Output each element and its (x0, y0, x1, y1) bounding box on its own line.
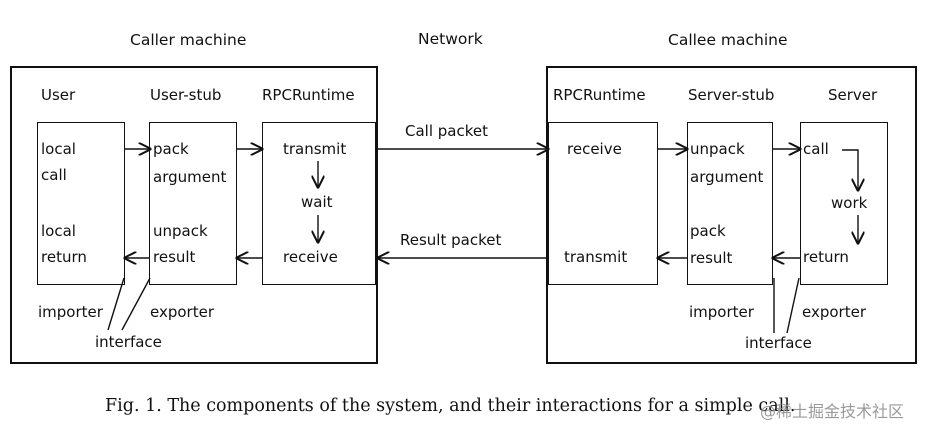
user-local-call-1: local (41, 140, 76, 158)
callee-interface: interface (745, 334, 812, 352)
caller-rpcruntime-title: RPCRuntime (262, 86, 355, 104)
server-return: return (803, 248, 849, 266)
stub-argument: argument (153, 168, 227, 186)
server-stub-argument: argument (690, 168, 764, 186)
caller-exporter: exporter (150, 303, 214, 321)
user-box (37, 122, 125, 285)
server-stub-pack: pack (690, 222, 726, 240)
caller-interface-line-left (107, 277, 125, 331)
server-title: Server (828, 86, 878, 104)
user-local-return-2: return (41, 248, 87, 266)
caller-machine-header: Caller machine (130, 31, 247, 49)
result-packet-label: Result packet (400, 231, 502, 249)
callee-interface-line-right (786, 277, 800, 334)
callee-exporter: exporter (802, 303, 866, 321)
caller-transmit: transmit (283, 140, 347, 158)
server-stub-result: result (690, 249, 733, 267)
server-stub-title: Server-stub (688, 86, 775, 104)
user-stub-title: User-stub (150, 86, 222, 104)
arrow-call-to-work (842, 149, 858, 190)
watermark: @稀土掘金技术社区 (760, 402, 905, 421)
caller-rpcruntime-box (262, 122, 376, 285)
figure-caption: Fig. 1. The components of the system, an… (105, 396, 796, 416)
server-stub-box (687, 122, 773, 285)
caller-importer: importer (38, 303, 103, 321)
user-local-return-1: local (41, 222, 76, 240)
server-box (800, 122, 888, 285)
callee-transmit: transmit (564, 248, 628, 266)
user-title: User (41, 86, 76, 104)
caller-receive: receive (283, 248, 338, 266)
stub-result: result (153, 248, 196, 266)
caller-wait: wait (301, 193, 333, 211)
caller-interface: interface (95, 333, 162, 351)
stub-pack: pack (153, 140, 189, 158)
user-stub-box (149, 122, 237, 285)
callee-rpcruntime-box (548, 122, 658, 285)
network-header: Network (418, 30, 483, 48)
caller-interface-line-right (121, 277, 151, 331)
server-call: call (803, 140, 829, 158)
callee-rpcruntime-title: RPCRuntime (553, 86, 646, 104)
callee-receive: receive (567, 140, 622, 158)
server-work: work (831, 194, 868, 212)
callee-machine-header: Callee machine (668, 31, 788, 49)
server-stub-unpack: unpack (690, 140, 745, 158)
user-local-call-2: call (41, 166, 67, 184)
stub-unpack: unpack (153, 222, 208, 240)
call-packet-label: Call packet (405, 122, 488, 140)
callee-importer: importer (689, 303, 754, 321)
